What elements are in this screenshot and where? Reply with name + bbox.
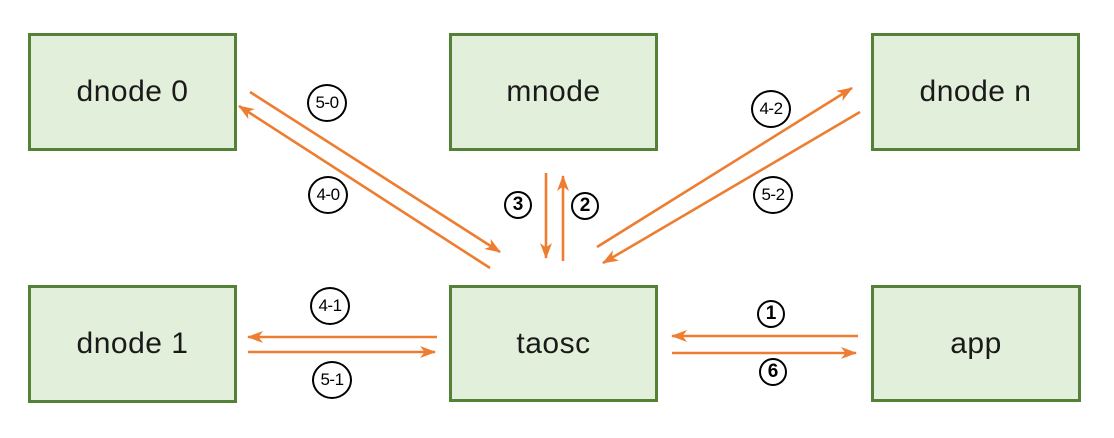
- node-dnoden-label: dnode n: [919, 75, 1032, 108]
- arrow-dnoden-to-taosc: [602, 110, 861, 265]
- edge-label-2: 2: [571, 192, 599, 220]
- node-taosc-label: taosc: [516, 326, 591, 360]
- node-mnode: mnode: [449, 33, 658, 151]
- edge-label-4-1: 4-1: [310, 287, 350, 325]
- edge-label-1: 1: [757, 300, 785, 328]
- node-dnode1-label: dnode 1: [76, 327, 189, 360]
- edge-label-4-0: 4-0: [308, 176, 348, 214]
- edge-label-4-2: 4-2: [751, 90, 791, 128]
- edge-label-3: 3: [504, 191, 532, 219]
- node-dnode0-label: dnode 0: [76, 75, 189, 108]
- node-mnode-label: mnode: [506, 75, 601, 108]
- edge-label-6: 6: [759, 358, 787, 386]
- node-taosc: taosc: [449, 285, 658, 402]
- edge-label-5-0: 5-0: [307, 84, 347, 122]
- node-dnode0: dnode 0: [28, 33, 237, 151]
- node-app: app: [871, 285, 1081, 402]
- arrow-dnode0-to-taosc: [249, 90, 501, 254]
- node-app-label: app: [950, 326, 1002, 360]
- arrow-taosc-to-dnode0: [238, 104, 491, 270]
- edge-label-5-1: 5-1: [312, 361, 352, 399]
- node-dnoden: dnode n: [871, 33, 1080, 151]
- edge-label-5-2: 5-2: [753, 176, 793, 214]
- arrow-taosc-to-dnoden: [596, 86, 853, 249]
- node-dnode1: dnode 1: [28, 285, 237, 403]
